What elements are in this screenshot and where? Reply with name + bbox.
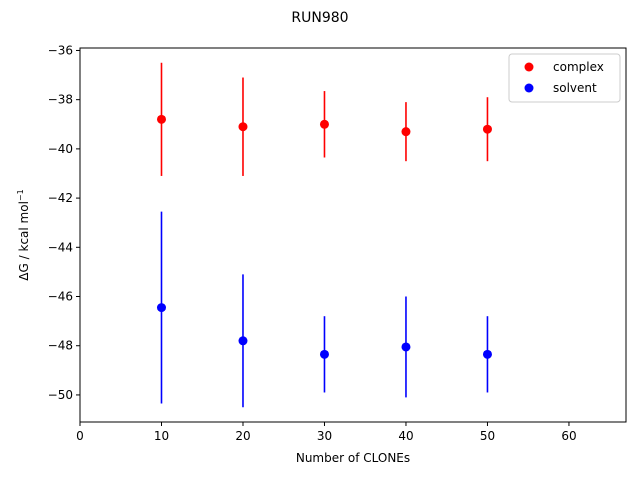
x-tick-label: 20 [235,429,250,443]
x-tick-label: 50 [480,429,495,443]
complex-point [401,127,411,137]
y-axis-label-superscript: −1 [16,189,25,201]
solvent-point [482,349,492,359]
plot-area: 0 10 20 30 40 50 60 −36 −38 −40 −42 −44 −46 −48 −50 [48,43,577,443]
axes-frame [79,47,627,423]
x-tick-label: 30 [317,429,332,443]
solvent-point [401,342,411,352]
x-tick-label: 60 [561,429,576,443]
solvent-point [238,336,248,346]
y-tick-label: −48 [48,339,73,353]
y-tick-label: −42 [48,191,73,205]
y-tick-label: −50 [48,388,73,402]
legend-marker-complex [524,62,534,72]
complex-point [238,122,248,132]
y-tick-label: −36 [48,43,73,57]
y-axis-label: ΔG / kcal mol−1 [16,189,31,280]
y-tick-label: −46 [48,290,73,304]
legend-box [508,53,621,103]
legend-label-complex: complex [553,60,604,74]
chart-title: RUN980 [291,10,348,26]
y-axis-label-main: ΔG / kcal mol [17,201,31,281]
solvent-point [319,349,329,359]
legend: complex solvent [508,53,621,103]
x-tick-label: 10 [154,429,169,443]
complex-point [156,114,166,124]
y-tick-label: −40 [48,142,73,156]
solvent-point [156,303,166,313]
y-tick-label: −44 [48,240,73,254]
x-tick-label: 0 [76,429,84,443]
complex-point [482,124,492,134]
x-tick-label: 40 [398,429,413,443]
legend-marker-solvent [524,83,534,93]
legend-label-solvent: solvent [553,81,597,95]
x-axis-label: Number of CLONEs [296,451,410,465]
complex-point [319,119,329,129]
y-tick-label: −38 [48,93,73,107]
